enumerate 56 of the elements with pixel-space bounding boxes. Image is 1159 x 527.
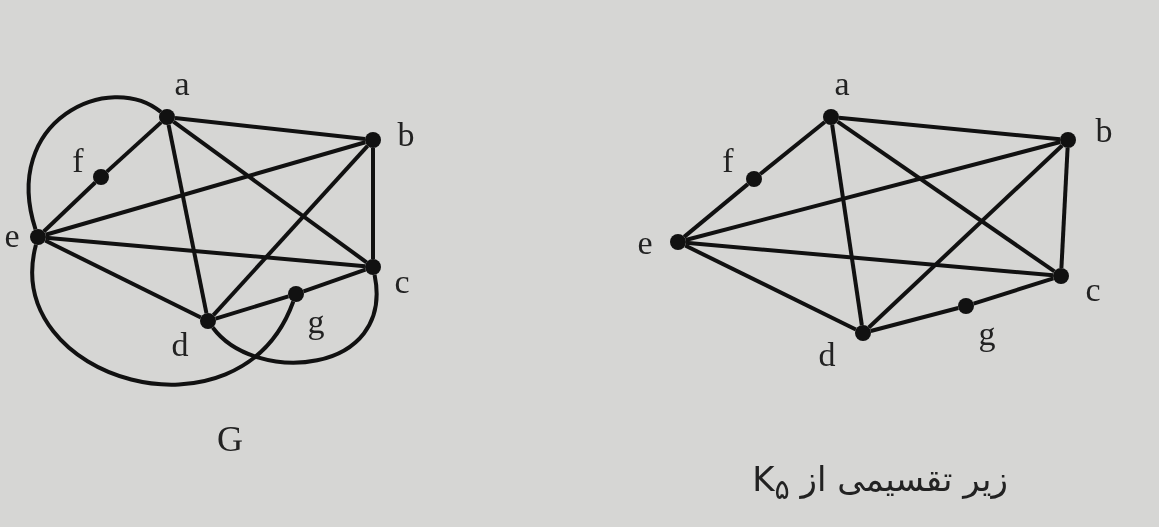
vertex-dot	[365, 259, 381, 275]
vertex-dot	[1060, 132, 1076, 148]
vertex-label: c	[394, 265, 410, 299]
edge-line	[682, 182, 750, 239]
vertex-label: d	[818, 338, 836, 372]
edge-line	[1059, 147, 1070, 269]
edge-line	[870, 306, 959, 333]
edge-line	[211, 144, 370, 317]
vertex-label: d	[171, 328, 189, 362]
vertex-dot	[1053, 268, 1069, 284]
edge-line	[27, 95, 162, 230]
vertex-label: a	[174, 67, 190, 101]
edge-line	[973, 276, 1054, 306]
edge-line	[45, 140, 366, 237]
edge-line	[30, 244, 296, 387]
vertex-dot	[823, 109, 839, 125]
vertex-label: g	[978, 317, 996, 351]
edge-line	[836, 119, 1056, 274]
vertex-dot	[670, 234, 686, 250]
edge-line	[838, 115, 1061, 142]
edge-line	[302, 267, 367, 294]
edge-line	[45, 235, 366, 269]
vertex-dot	[855, 325, 871, 341]
edge-line	[684, 243, 857, 332]
vertex-label: a	[834, 67, 850, 101]
vertex-label: g	[307, 305, 325, 339]
edge-line	[685, 240, 1054, 278]
edge-line	[44, 238, 202, 320]
vertex-dot	[93, 169, 109, 185]
vertex-label: e	[4, 219, 20, 253]
vertex-label: c	[1085, 273, 1101, 307]
edge-line	[867, 144, 1064, 329]
vertex-dot	[30, 229, 46, 245]
edge-line	[211, 274, 379, 365]
vertex-label: b	[397, 118, 415, 152]
edge-line	[215, 294, 289, 321]
vertex-label: e	[637, 226, 653, 260]
vertex-dot	[746, 171, 762, 187]
edge-line	[42, 181, 97, 233]
edge-line	[166, 124, 209, 314]
vertex-dot	[288, 286, 304, 302]
vertex-label: f	[722, 144, 734, 178]
vertex-dot	[365, 132, 381, 148]
edge-line	[105, 120, 163, 174]
edge-line	[685, 140, 1061, 242]
vertex-dot	[159, 109, 175, 125]
vertex-dot	[200, 313, 216, 329]
edge-line	[174, 115, 366, 142]
vertex-dot	[958, 298, 974, 314]
graph-caption: G	[217, 418, 243, 462]
edge-line	[758, 120, 827, 176]
edge-line	[371, 148, 375, 259]
vertex-label: f	[72, 144, 84, 178]
vertex-label: b	[1095, 114, 1113, 148]
edge-line	[830, 124, 864, 326]
edge-line	[172, 120, 368, 264]
